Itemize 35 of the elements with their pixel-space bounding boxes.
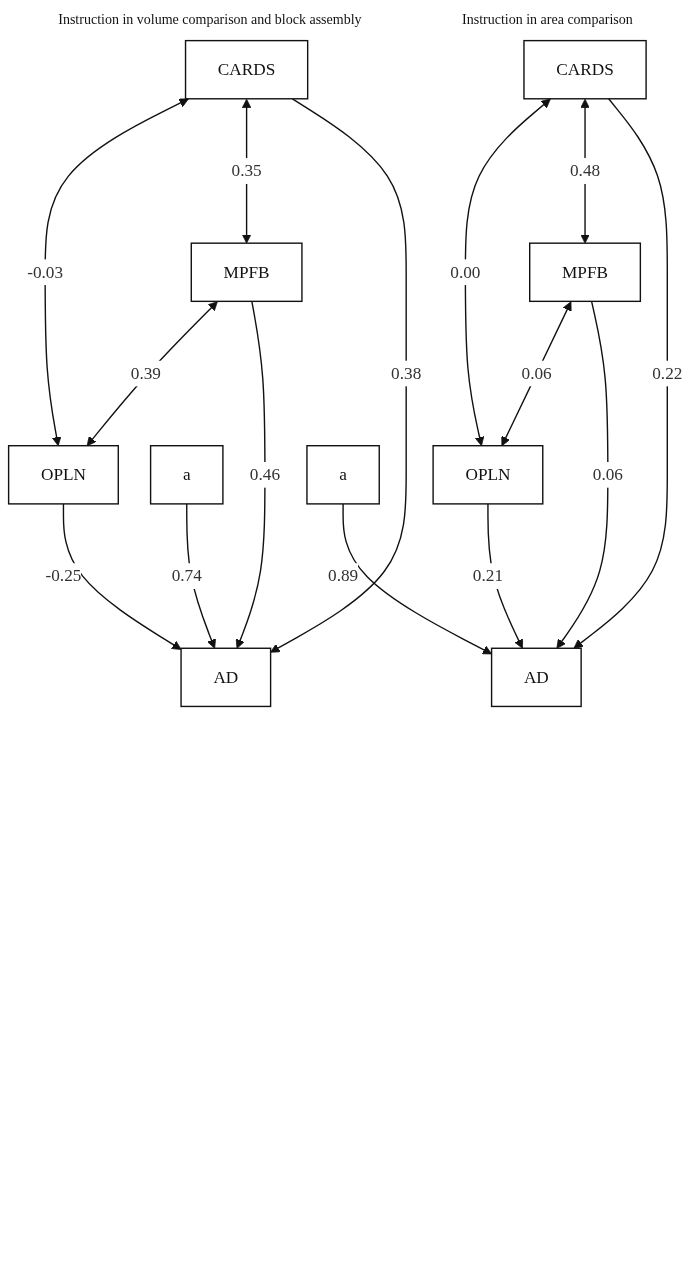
node-box: CARDS bbox=[184, 39, 309, 100]
node-box: a bbox=[306, 445, 380, 505]
edge-label: 0.74 bbox=[171, 566, 202, 585]
node-box: OPLN bbox=[432, 445, 544, 505]
arrow bbox=[556, 300, 609, 649]
arrow bbox=[235, 300, 266, 649]
arrow bbox=[270, 98, 407, 653]
node-box: MPFB bbox=[529, 242, 642, 303]
edge-label: 0.46 bbox=[249, 465, 280, 484]
edge-label: 0.38 bbox=[391, 363, 422, 383]
edge-label: 0.00 bbox=[450, 262, 481, 281]
edge-label: 0.35 bbox=[231, 161, 262, 180]
node-box: a bbox=[149, 445, 224, 505]
node-box: AD bbox=[490, 647, 582, 708]
arrow bbox=[62, 503, 182, 650]
edge-label: 0.06 bbox=[521, 363, 552, 383]
arrow bbox=[464, 98, 551, 447]
arrow bbox=[342, 503, 492, 655]
panel-heading: Instruction in volume comparison and block assembly bbox=[58, 12, 362, 28]
node-box: AD bbox=[180, 647, 272, 708]
node-box: CARDS bbox=[523, 39, 647, 100]
edge-label: 0.21 bbox=[472, 566, 504, 585]
edge-label: 0.89 bbox=[328, 566, 359, 585]
edge-label: 0.22 bbox=[652, 363, 683, 383]
panel-heading: Instruction in area comparison bbox=[462, 12, 633, 28]
arrow bbox=[501, 301, 572, 447]
arrow bbox=[44, 98, 189, 447]
edge-label: -0.03 bbox=[27, 262, 64, 281]
node-box: OPLN bbox=[7, 445, 119, 505]
edge-label: 0.48 bbox=[569, 161, 601, 180]
arrow bbox=[86, 301, 218, 447]
node-box: MPFB bbox=[190, 242, 303, 303]
edge-label: 0.39 bbox=[130, 363, 161, 383]
edge-label: 0.06 bbox=[592, 465, 623, 484]
edge-label: -0.25 bbox=[45, 566, 82, 585]
